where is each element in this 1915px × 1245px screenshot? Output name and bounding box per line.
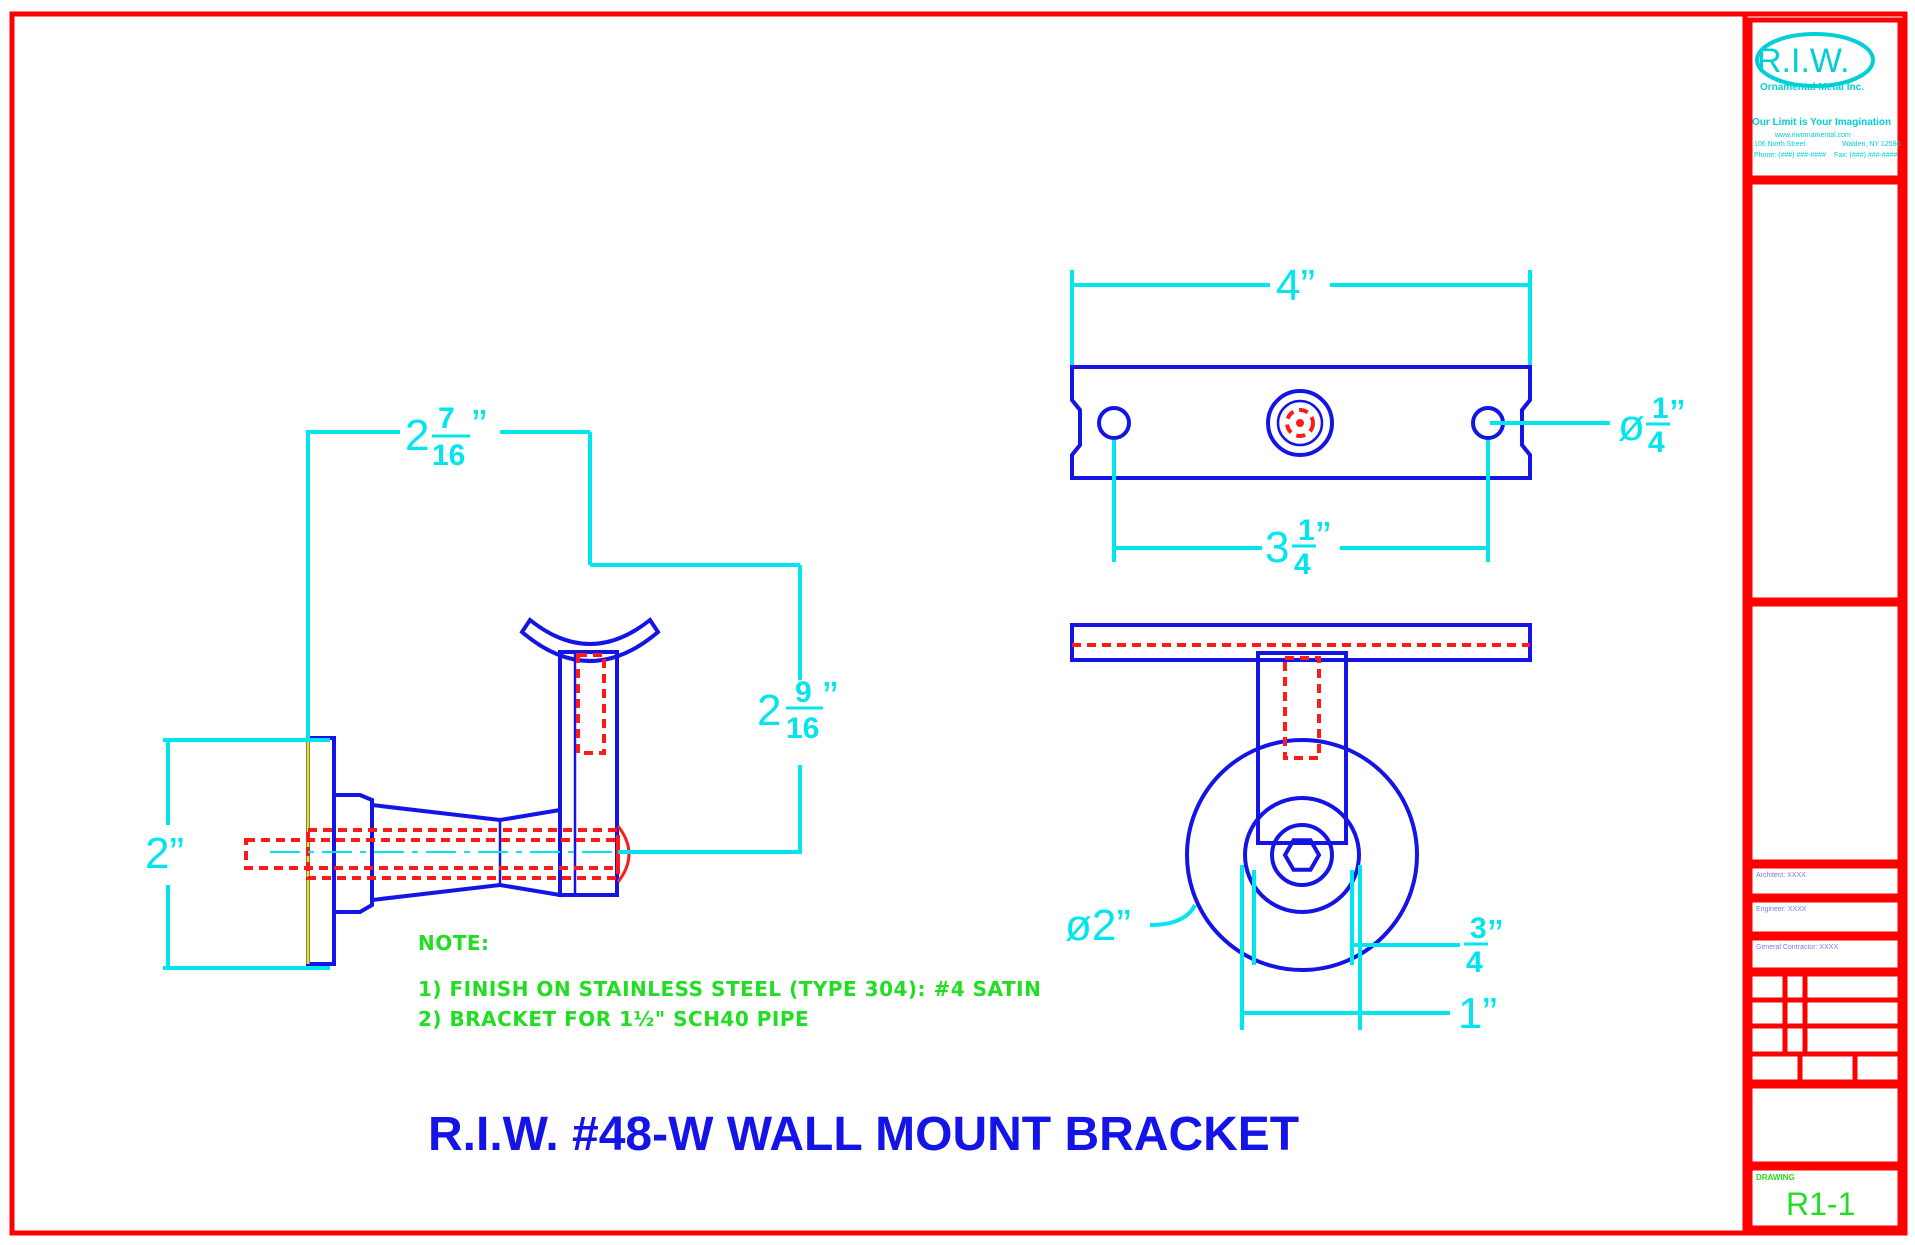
- dim-top-width-text: 4”: [1276, 261, 1315, 310]
- dim-hub-den: 4: [1466, 946, 1483, 979]
- center-point: [1296, 419, 1304, 427]
- dim-width-den: 16: [432, 439, 465, 472]
- dim-plate-height: 2”: [145, 738, 330, 970]
- dim-disc-diameter: ø2”: [1065, 901, 1197, 950]
- city: Walden, NY 12586: [1842, 141, 1900, 148]
- dim-hole-dia-unit: ”: [1670, 391, 1685, 440]
- contractor: General Contractor: XXXX: [1756, 944, 1838, 951]
- dim-top-width: 4”: [1070, 261, 1532, 365]
- top-view: 4” 3 1 4 ” ø 1 4 ”: [1070, 261, 1685, 581]
- dim-hub-num: 3: [1470, 912, 1487, 945]
- tagline: Our Limit is Your Imagination: [1752, 117, 1891, 128]
- note-line-2: 2) BRACKET FOR 1½" SCH40 PIPE: [418, 1007, 809, 1031]
- phone: Phone: (###) ###-####: [1754, 152, 1826, 159]
- center-hidden-hole: [1285, 408, 1315, 438]
- dim-height-unit: ”: [823, 673, 838, 722]
- dim-height-text: 2 9 16 ”: [757, 673, 838, 745]
- note-line-1: 1) FINISH ON STAINLESS STEEL (TYPE 304):…: [418, 977, 1041, 1001]
- dim-height-den: 16: [786, 712, 819, 745]
- dim-hole-spacing-den: 4: [1294, 548, 1311, 581]
- dim-width-unit: ”: [472, 401, 487, 450]
- sheet-label: DRAWING: [1756, 1173, 1795, 1182]
- saddle: [519, 617, 661, 663]
- dim-disc-text: ø2”: [1065, 901, 1131, 950]
- front-hidden-screw: [1283, 656, 1321, 760]
- disc-outer: [1185, 738, 1419, 972]
- top-plate-outline: [1070, 365, 1532, 480]
- disc-hub: [1243, 796, 1361, 914]
- dim-width-whole: 2: [405, 411, 429, 460]
- side-view: 2 7 16 ” 2 9 16 ” 2”: [145, 401, 838, 970]
- drawing-title: R.I.W. #48-W WALL MOUNT BRACKET: [428, 1108, 1299, 1161]
- stem: [558, 650, 619, 897]
- hole-left: [1097, 406, 1131, 440]
- dim-hole-diameter: ø 1 4 ”: [1490, 391, 1685, 459]
- architect: Architect: XXXX: [1756, 872, 1806, 879]
- front-view: ø2” 3 4 ” 1”: [1065, 623, 1532, 1038]
- logo-subtext: Ornamental Metal Inc.: [1760, 82, 1864, 93]
- front-stem: [1256, 651, 1348, 845]
- hidden-rod-inner: [306, 828, 620, 880]
- dim-height-num: 9: [795, 676, 812, 709]
- dim-plate-text: 2”: [145, 829, 184, 878]
- engineer: Engineer: XXXX: [1756, 906, 1807, 913]
- dim-height-whole: 2: [757, 686, 781, 735]
- sheet-border: [9, 11, 1908, 1236]
- dim-hole-dia-den: 4: [1648, 426, 1665, 459]
- dim-hole-spacing-num: 1: [1298, 514, 1315, 547]
- hidden-rod: [244, 838, 620, 870]
- dim-overall-height: [618, 565, 802, 854]
- flange: [332, 793, 374, 914]
- logo-swoosh: [1755, 32, 1875, 88]
- dim-stem: 1”: [1240, 865, 1497, 1038]
- hex-socket: [1282, 838, 1322, 872]
- dim-hole-spacing-whole: 3: [1265, 523, 1289, 572]
- dim-hole-dia-prefix: ø: [1618, 401, 1645, 450]
- dim-overall-width: [306, 430, 800, 740]
- notes: NOTE: 1) FINISH ON STAINLESS STEEL (TYPE…: [418, 931, 1041, 1031]
- dim-hole-spacing: 3 1 4 ”: [1112, 440, 1490, 581]
- website: www.riwornamental.com: [1774, 132, 1851, 139]
- hidden-stem-screw: [576, 653, 606, 755]
- dim-hub: 3 4 ”: [1252, 870, 1503, 979]
- center-boss-outer: [1266, 389, 1334, 457]
- dim-hole-dia-num: 1: [1652, 392, 1669, 425]
- hex-socket-ring: [1270, 823, 1334, 887]
- note-heading: NOTE:: [418, 931, 490, 955]
- logo-text: R.I.W.: [1757, 42, 1850, 80]
- title-block: R.I.W. Ornamental Metal Inc. Our Limit i…: [1742, 14, 1903, 1233]
- dim-width-num: 7: [438, 402, 455, 435]
- sheet-number: R1-1: [1786, 1186, 1855, 1222]
- fax: Fax: (###) ###-####: [1834, 152, 1898, 159]
- dim-width-text: 2 7 16 ”: [405, 401, 487, 472]
- dim-stem-text: 1”: [1458, 989, 1497, 1038]
- address: 106 North Street: [1754, 141, 1805, 148]
- center-boss-inner: [1276, 399, 1324, 447]
- dim-hub-unit: ”: [1488, 911, 1503, 960]
- dim-hole-spacing-unit: ”: [1316, 513, 1331, 562]
